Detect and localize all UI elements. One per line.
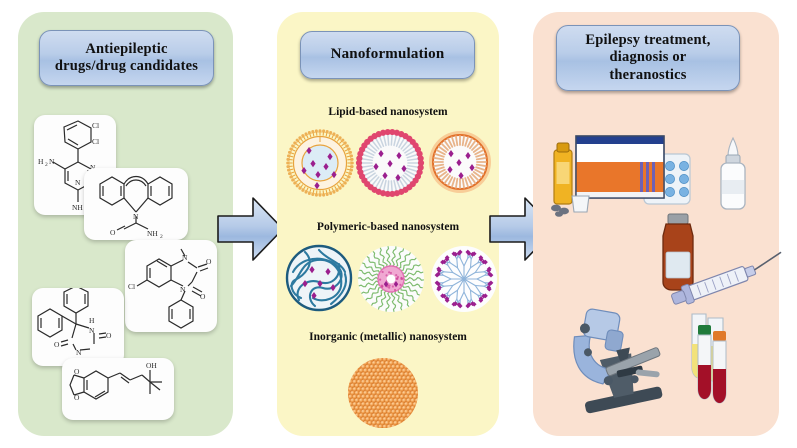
panel-drugs-header: Antiepileptic drugs/drug candidates [39,30,214,86]
liposome-figure [284,127,356,199]
svg-text:O: O [54,340,60,349]
svg-text:H: H [89,316,95,325]
microscope [545,296,673,414]
svg-text:O: O [110,228,116,237]
carbamazepine-structure-card: N O NH2 [84,168,188,240]
polymeric-micelle-figure [355,243,427,315]
svg-text:Cl: Cl [92,121,99,130]
panel-nano-header: Nanoformulation [300,31,475,79]
svg-text:O: O [74,393,80,402]
arrow-drugs-to-nano [213,190,287,268]
medicine-box-group [548,128,698,220]
svg-text:O: O [206,257,212,266]
svg-text:Cl: Cl [92,137,99,146]
svg-text:NH: NH [147,229,158,238]
svg-text:2: 2 [45,162,48,168]
polymeric-nanoparticle-figure [283,242,355,314]
nasal-spray-bottle [712,136,754,216]
caption-polymeric-based-nanosystem: Polymeric-based nanosystem [277,221,499,233]
svg-text:Cl: Cl [128,282,135,291]
svg-text:O: O [200,292,206,301]
svg-text:NH: NH [72,203,83,212]
svg-text:N: N [76,348,82,357]
metallic-nanoparticle-figure [342,352,424,434]
svg-text:N: N [133,212,139,221]
solid-lipid-nanoparticle-figure [425,127,495,197]
panel-drugs-header-line2: drugs/drug candidates [55,58,198,74]
phenytoin-structure-card: H N N H O O [32,288,124,366]
nanoemulsion-figure [352,125,428,201]
clobazam-structure-card: Cl N N O O [125,240,217,332]
caption-lipid-based-nanosystem: Lipid-based nanosystem [277,106,499,118]
panel-nano-header-text: Nanoformulation [331,46,445,64]
svg-text:N: N [180,285,186,294]
svg-text:H: H [38,157,44,166]
svg-text:O: O [74,367,80,376]
stiripentol-structure-card: O O OH [62,358,174,420]
panel-outcomes-header-line1: Epilepsy treatment, [585,32,710,48]
panel-outcomes-header-line3: theranostics [609,67,686,83]
syringe [667,250,789,308]
svg-text:N: N [49,157,55,166]
svg-text:OH: OH [146,361,157,370]
svg-text:N: N [75,178,81,187]
svg-text:N: N [182,253,188,262]
panel-outcomes-header: Epilepsy treatment, diagnosis or therano… [556,25,740,91]
panel-drugs-header-line1: Antiepileptic [85,41,167,57]
svg-text:O: O [106,331,112,340]
blood-sample-tubes [694,323,734,407]
svg-text:N: N [89,326,95,335]
panel-outcomes-header-line2: diagnosis or [610,49,687,65]
caption-inorganic-metallic-nanosystem: Inorganic (metallic) nanosystem [277,331,499,343]
